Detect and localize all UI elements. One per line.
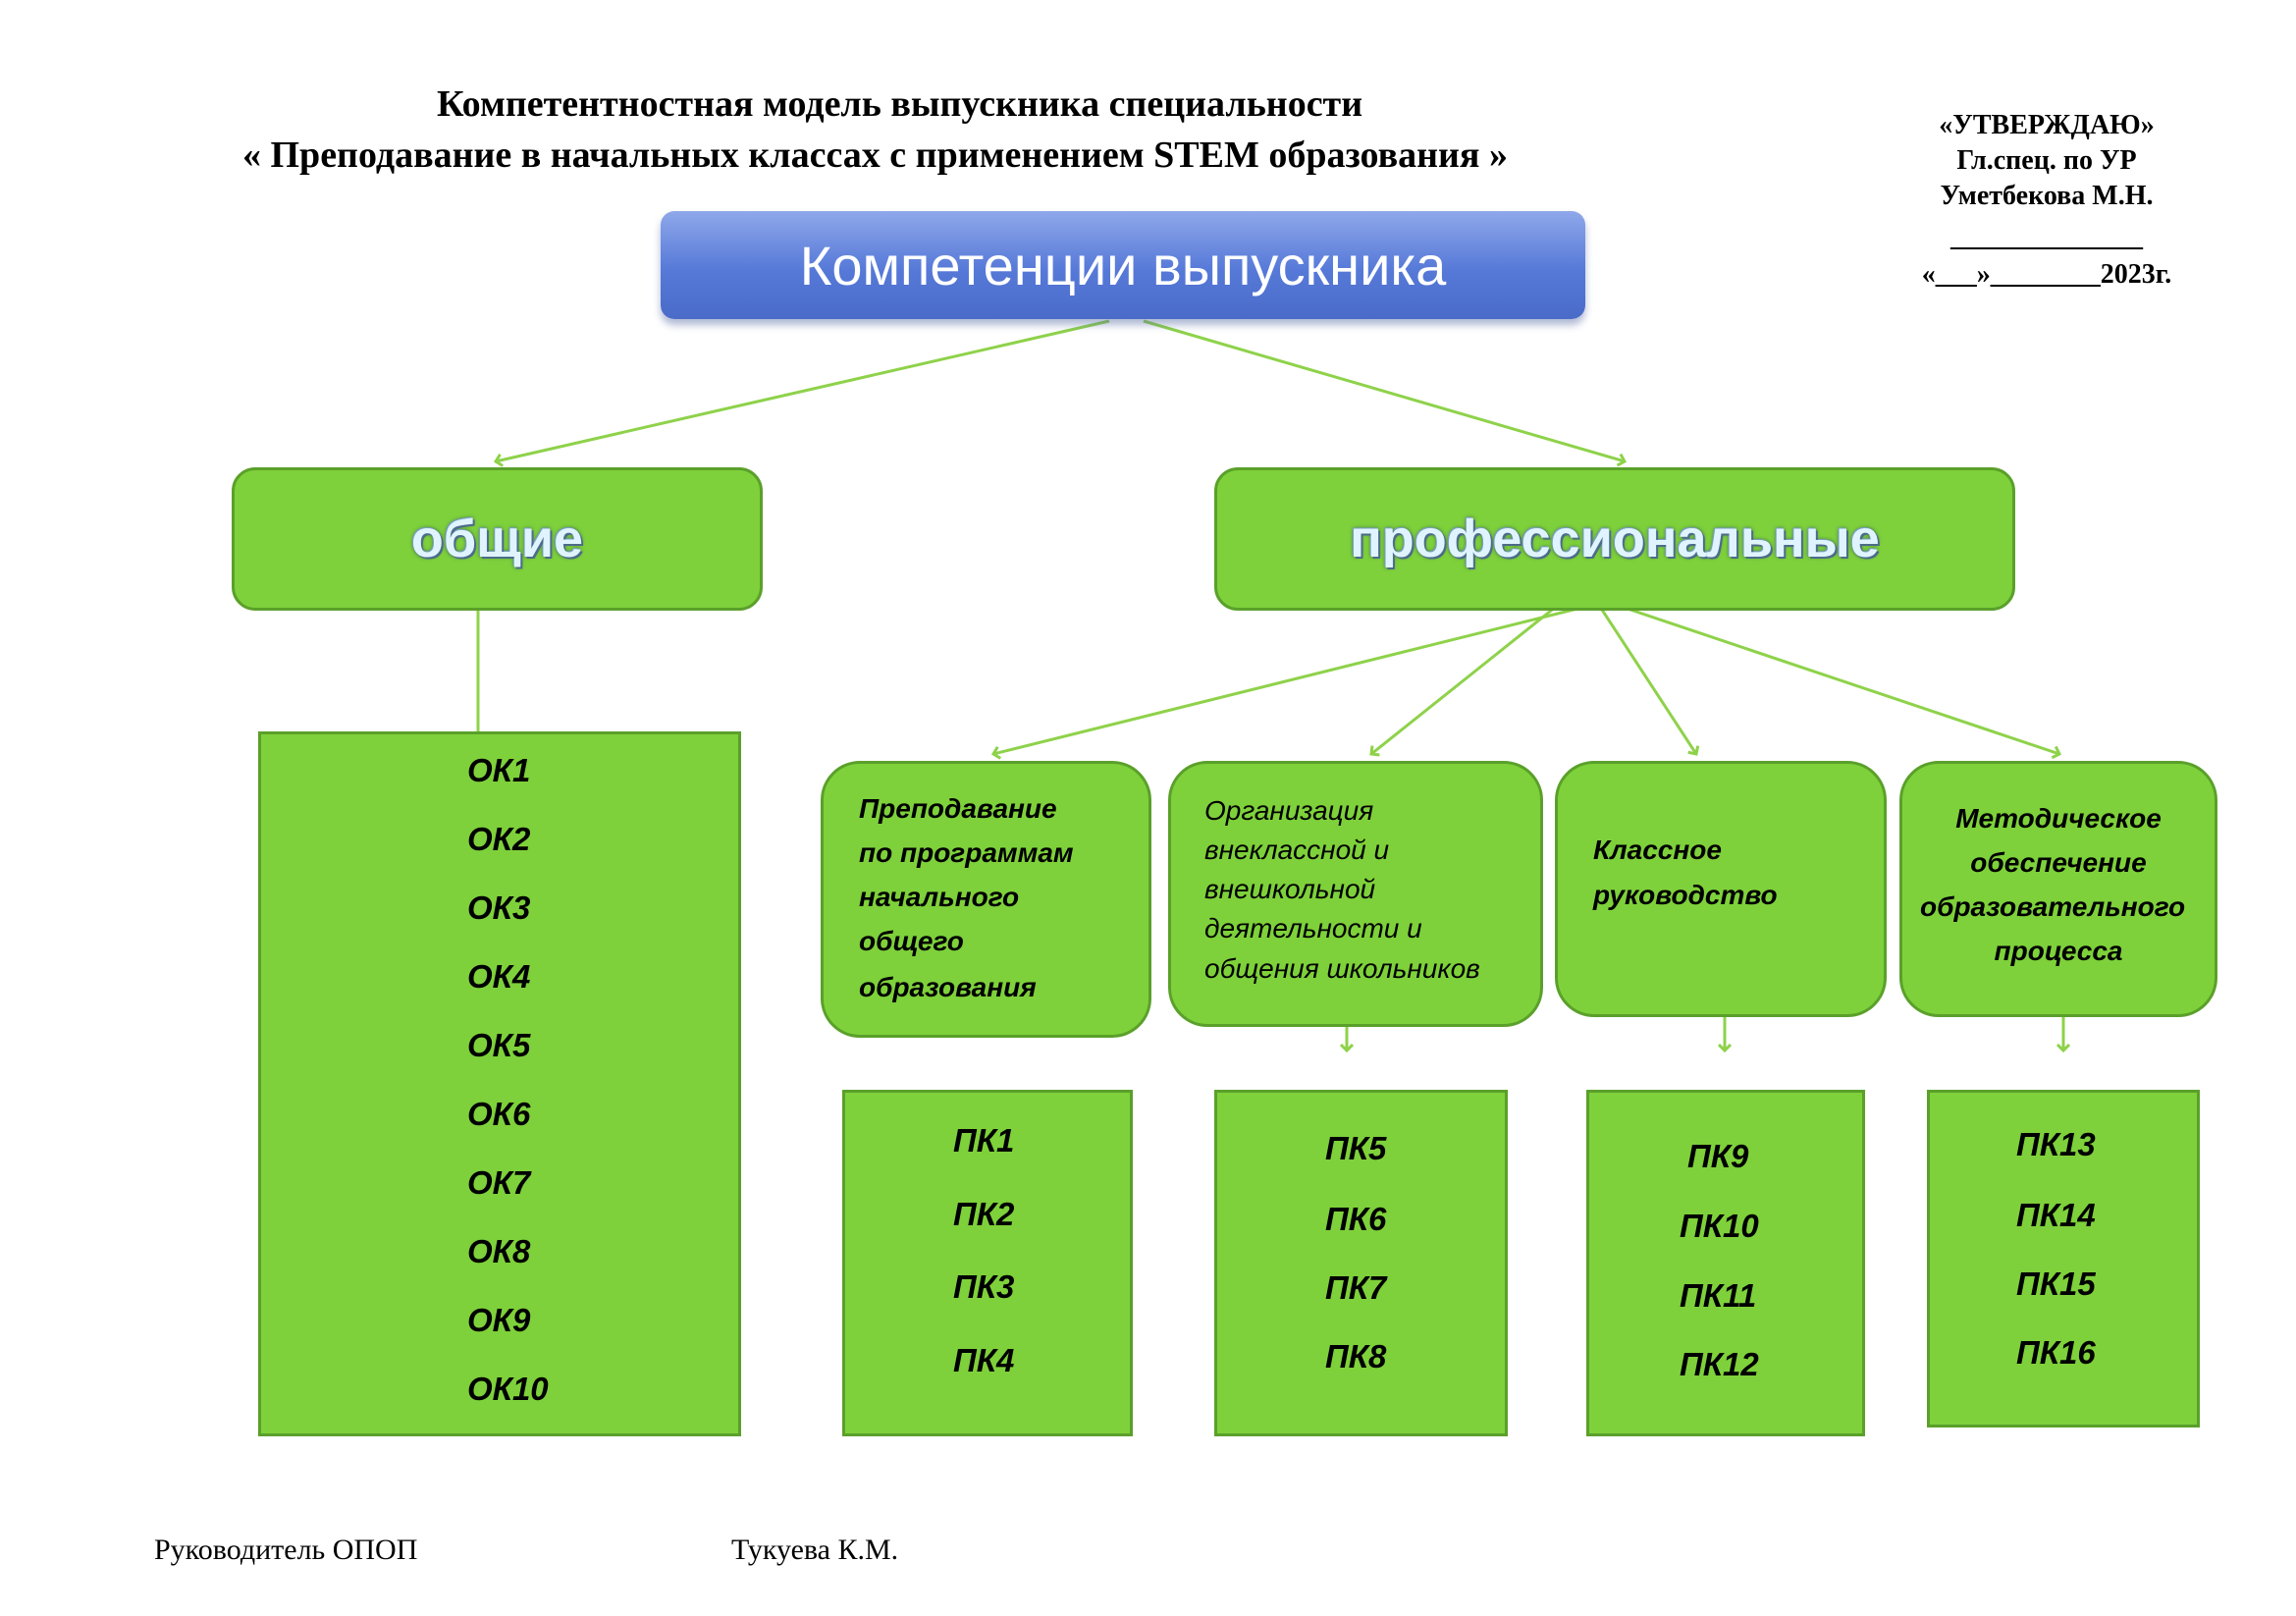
connector-prof-group1 [993,605,1586,754]
competency-item: ОК6 [467,1096,531,1132]
category-general: общие [232,467,763,611]
connector-root-professional [1143,319,1625,461]
competency-item: ПК2 [953,1196,1015,1232]
subgroup-extracurricular: Организация внеклассной и внешкольной де… [1168,761,1543,1027]
category-professional-label: профессиональные [1350,510,1880,568]
approval-date: «___»________2023г. [1921,259,2172,290]
professional-list-3: ПК9 ПК10 ПК11 ПК12 [1586,1090,1865,1436]
connector-root-general [496,319,1110,461]
subgroup-teaching-primary: Преподавание по программам начального об… [821,761,1151,1038]
professional-list-4: ПК13 ПК14 ПК15 ПК16 [1927,1090,2200,1427]
subgroup-label-line: Классное [1593,835,1722,865]
subgroup-class-management: Классное руководство [1555,761,1887,1017]
competency-item: ОК7 [467,1164,531,1201]
subgroup-label-line: обеспечение [1970,847,2147,878]
competency-item: ОК5 [467,1027,531,1063]
professional-list-2: ПК5 ПК6 ПК7 ПК8 [1214,1090,1508,1436]
competency-item: ПК16 [2016,1334,2096,1371]
subgroup-label-line: процесса [1994,936,2123,966]
competency-item: ПК14 [2016,1197,2096,1233]
footer-role: Руководитель ОПОП [154,1534,418,1566]
competency-item: ПК10 [1680,1208,1759,1244]
document-title-line1: Компетентностная модель выпускника специ… [437,83,1363,125]
approval-line: Гл.спец. по УР [1956,145,2137,176]
root-node-graduate-competencies: Компетенции выпускника [661,211,1585,319]
subgroup-label-line: по программам [859,837,1074,868]
competency-item: ПК3 [953,1268,1015,1305]
competency-item: ОК4 [467,958,531,995]
connector-prof-group3 [1598,606,1696,754]
competency-item: ОК2 [467,821,531,857]
competency-item: ПК8 [1325,1338,1387,1374]
footer-name: Тукуева К.М. [731,1534,899,1566]
subgroup-label-line: образовательного [1920,891,2186,922]
root-node-label: Компетенции выпускника [799,234,1447,296]
subgroup-methodological: Методическое обеспечение образовательног… [1899,761,2217,1017]
subgroup-label-line: внеклассной и [1204,835,1390,865]
competency-item: ПК15 [2016,1266,2096,1302]
subgroup-label-line: руководство [1593,880,1778,910]
competency-item: ОК8 [467,1233,531,1269]
competency-item: ПК1 [953,1122,1015,1158]
subgroup-label-line: образования [859,972,1037,1002]
approval-line: ______________ [1950,222,2143,252]
category-general-label: общие [410,510,584,568]
competency-item: ПК5 [1325,1130,1387,1166]
general-competencies-list: ОК1 ОК2 ОК3 ОК4 ОК5 ОК6 ОК7 ОК8 ОК9 ОК10 [258,731,741,1436]
subgroup-label-line: общего [859,926,964,956]
connector-prof-group2 [1371,605,1557,754]
subgroup-label-line: общения школьников [1204,953,1480,984]
subgroup-label-line: Преподавание [859,793,1057,824]
professional-list-1: ПК1 ПК2 ПК3 ПК4 [842,1090,1133,1436]
approval-stamp: «УТВЕРЖДАЮ» Гл.спец. по УР Уметбекова М.… [1885,108,2209,293]
subgroup-label-line: Организация [1204,795,1374,826]
approval-line: Уметбекова М.Н. [1940,181,2154,211]
subgroup-label-line: Методическое [1955,803,2162,834]
competency-item: ОК1 [467,752,531,788]
subgroup-label-line: внешкольной [1204,874,1376,904]
category-professional: профессиональные [1214,467,2015,611]
competency-item: ОК10 [467,1371,549,1407]
connector-prof-group4 [1621,605,2059,754]
competency-item: ОК3 [467,889,531,926]
document-title-line2: « Преподавание в начальных классах с при… [242,135,1508,176]
approval-line: «УТВЕРЖДАЮ» [1939,110,2155,140]
competency-item: ПК7 [1325,1269,1387,1306]
competency-item: ПК13 [2016,1126,2096,1162]
competency-item: ПК6 [1325,1201,1387,1237]
subgroup-label-line: деятельности и [1204,913,1422,943]
competency-item: ПК12 [1680,1346,1759,1382]
competency-item: ПК9 [1687,1138,1749,1174]
competency-item: ОК9 [467,1302,531,1338]
competency-item: ПК4 [953,1342,1015,1378]
competency-item: ПК11 [1680,1277,1757,1314]
subgroup-label-line: начального [859,882,1020,912]
